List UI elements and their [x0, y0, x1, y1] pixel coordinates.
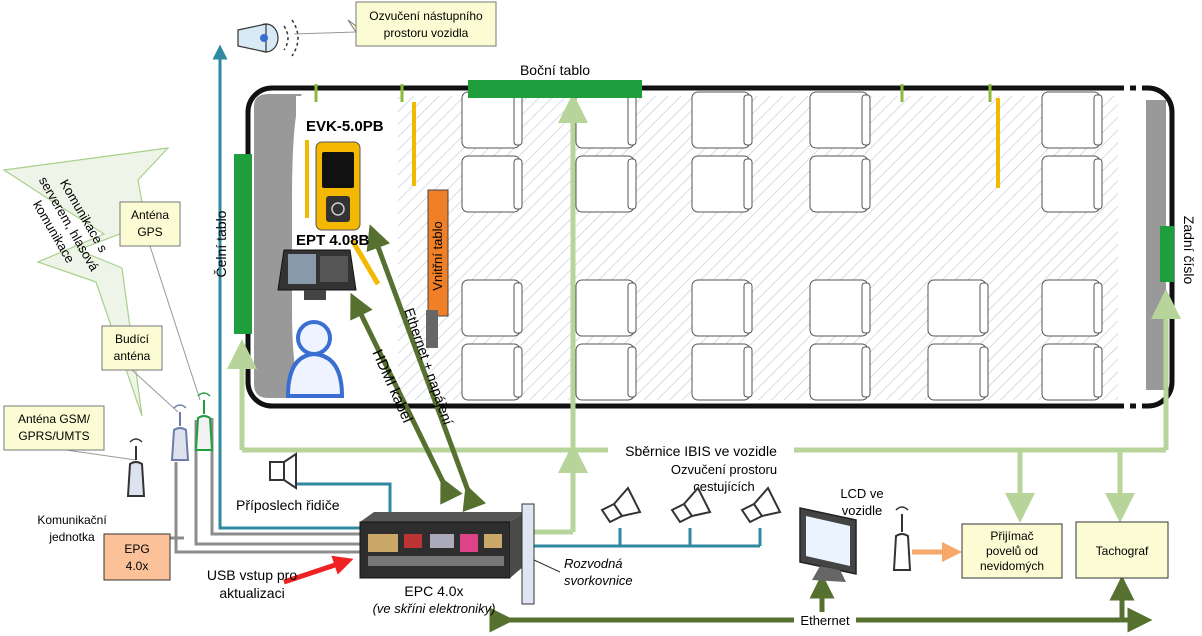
gps-antenna-icon	[194, 392, 214, 451]
speaker-icon	[600, 486, 642, 524]
headphone-icon	[269, 452, 297, 490]
comm-lightning-icon: Komunikace s serverem, hlasová komunikac…	[2, 147, 170, 417]
gsm-antenna-label-1: Anténa GSM/	[18, 412, 91, 426]
front-sign	[234, 154, 252, 334]
receiver-label-1: Přijímač	[990, 529, 1033, 543]
ibis-bus-label: Sběrnice IBIS ve vozidle	[625, 443, 777, 459]
speaker-icon	[740, 486, 782, 524]
usb-label-1: USB vstup pro	[207, 567, 297, 583]
trigger-antenna-label-2: anténa	[114, 349, 151, 363]
epg-label-2: 4.0x	[126, 559, 149, 573]
side-sign	[468, 80, 642, 98]
tachograph-box	[1075, 521, 1169, 579]
epg-label-1: EPG	[124, 542, 149, 556]
front-sign-label: Čelní tablo	[213, 210, 229, 277]
distribution-label-1: Rozvodná	[564, 556, 623, 571]
comm-unit-label-1: Komunikační	[37, 513, 107, 527]
rear-number-sign	[1160, 226, 1174, 282]
inner-sign-label: Vnitřní tablo	[430, 221, 445, 290]
terminal-device	[277, 249, 357, 300]
passenger-speaker-label-1: Ozvučení prostoru	[671, 462, 777, 477]
epc-sub-label: (ve skříni elektroniky)	[373, 601, 496, 616]
gsm-antenna-icon	[126, 438, 146, 497]
validator-label: EVK-5.0PB	[306, 118, 384, 135]
usb-label-2: aktualizaci	[219, 585, 284, 601]
receiver-box	[961, 523, 1063, 579]
ethernet-label: Ethernet	[800, 613, 850, 628]
distribution-board	[521, 503, 535, 605]
validator-device	[315, 141, 361, 231]
tachograph-label: Tachograf	[1096, 544, 1149, 558]
receiver-label-3: nevidomých	[980, 559, 1044, 573]
gsm-antenna-callout: Anténa GSM/ GPRS/UMTS	[3, 405, 137, 461]
entry-speaker-label-1: Ozvučení nástupního	[369, 9, 483, 23]
monitor-icon	[799, 507, 857, 582]
gps-antenna-callout: Anténa GPS	[119, 201, 201, 401]
side-sign-label: Boční tablo	[520, 62, 590, 78]
lcd-label-2: vozidle	[842, 503, 882, 518]
driver-listen-label: Příposlech řidiče	[236, 497, 340, 513]
lcd-label-1: LCD ve	[840, 486, 883, 501]
gps-antenna-label-2: GPS	[137, 225, 162, 239]
epc-unit	[359, 512, 524, 579]
entry-speaker-label-2: prostoru vozidla	[384, 26, 469, 40]
trigger-antenna-icon	[170, 404, 190, 461]
receiver-antenna-icon	[892, 506, 912, 571]
speaker-icon	[670, 486, 712, 524]
entry-speaker-icon	[237, 19, 299, 57]
epc-label: EPC 4.0x	[404, 583, 463, 599]
distribution-label-2: svorkovnice	[564, 573, 633, 588]
epg-box	[103, 533, 171, 581]
trigger-antenna-label-1: Budící	[115, 332, 150, 346]
passenger-speaker-label-2: cestujících	[693, 479, 754, 494]
entry-speaker-callout: Ozvučení nástupního prostoru vozidla	[293, 1, 497, 47]
rear-number-label: Zadní číslo	[1181, 216, 1197, 285]
gps-antenna-label-1: Anténa	[131, 208, 169, 222]
terminal-label: EPT 4.08B	[296, 232, 370, 249]
cables	[148, 44, 962, 585]
comm-unit-label-2: jednotka	[48, 530, 95, 544]
gsm-antenna-label-2: GPRS/UMTS	[18, 429, 89, 443]
receiver-label-2: povelů od	[986, 544, 1038, 558]
person-icon	[285, 320, 345, 398]
trigger-antenna-callout: Budící anténa	[101, 325, 179, 413]
